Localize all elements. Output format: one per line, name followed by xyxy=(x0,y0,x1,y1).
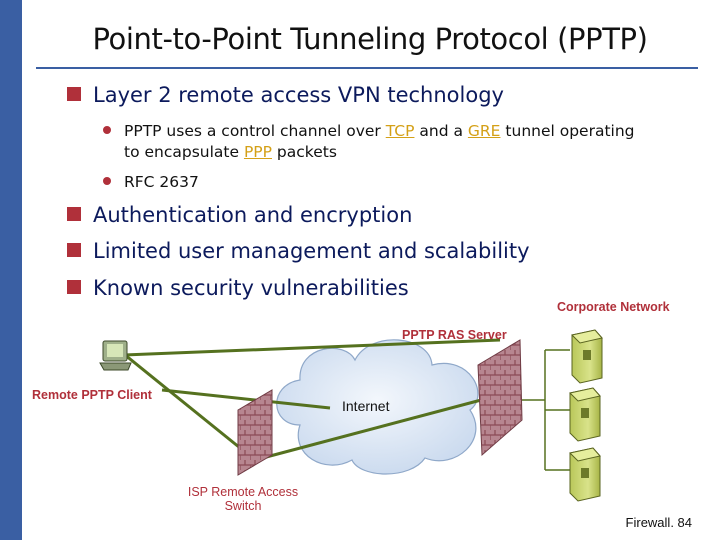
ppp-link[interactable]: PPP xyxy=(243,143,272,161)
sub-bullet-rfc: RFC 2637 xyxy=(103,173,199,191)
bullet-marker-icon xyxy=(67,207,81,221)
isp-switch-label: ISP Remote Access Switch xyxy=(170,485,316,513)
tunnel-lines xyxy=(124,338,501,462)
bullet-layer2: Layer 2 remote access VPN technology xyxy=(67,83,504,107)
sub-bullet-pptp-channel: PPTP uses a control channel over TCP and… xyxy=(103,122,635,140)
title-underline xyxy=(36,67,698,69)
corporate-firewall-icon xyxy=(477,339,523,457)
sub-bullet-text: packets xyxy=(272,143,337,161)
bullet-text: Limited user management and scalability xyxy=(93,239,530,263)
isp-switch-label-line1: ISP Remote Access xyxy=(187,485,299,499)
bullet-marker-icon xyxy=(67,87,81,101)
isp-switch-firewall-icon xyxy=(237,389,273,476)
bullet-user-management: Limited user management and scalability xyxy=(67,239,530,263)
sub-bullet-text: PPTP uses a control channel over xyxy=(124,122,386,140)
internet-label: Internet xyxy=(342,398,390,414)
bullet-marker-icon xyxy=(67,280,81,294)
page-number: Firewall. 84 xyxy=(625,515,692,530)
ras-server-label: PPTP RAS Server xyxy=(402,328,507,342)
remote-client-label: Remote PPTP Client xyxy=(32,388,152,402)
bullet-text: Layer 2 remote access VPN technology xyxy=(93,83,504,107)
sub-bullet-pptp-channel-line2: to encapsulate PPP packets xyxy=(124,143,337,161)
remote-client-computer-icon xyxy=(99,340,132,371)
corporate-server-icon xyxy=(570,329,603,384)
sub-bullet-text: to encapsulate xyxy=(124,143,244,161)
corporate-server-icon xyxy=(568,447,601,502)
slide-title: Point-to-Point Tunneling Protocol (PPTP) xyxy=(92,22,648,56)
tcp-link[interactable]: TCP xyxy=(385,122,415,140)
sub-bullet-text: RFC 2637 xyxy=(124,173,199,191)
corporate-network-label: Corporate Network xyxy=(557,300,670,314)
gre-link[interactable]: GRE xyxy=(467,122,501,140)
slide-sidebar-bar xyxy=(0,0,22,540)
bullet-text: Authentication and encryption xyxy=(93,203,413,227)
isp-switch-label-line2: Switch xyxy=(224,499,262,513)
sub-bullet-text: and a xyxy=(414,122,468,140)
sub-bullet-dot-icon xyxy=(103,125,111,134)
bullet-marker-icon xyxy=(67,243,81,257)
bullet-authentication: Authentication and encryption xyxy=(67,203,412,227)
sub-bullet-text: tunnel operating xyxy=(500,122,635,140)
sub-bullet-dot-icon xyxy=(103,176,111,185)
corporate-server-icon xyxy=(568,387,601,442)
corporate-lan-lines xyxy=(522,349,570,471)
bullet-vulnerabilities: Known security vulnerabilities xyxy=(67,276,409,300)
bullet-text: Known security vulnerabilities xyxy=(93,276,409,300)
